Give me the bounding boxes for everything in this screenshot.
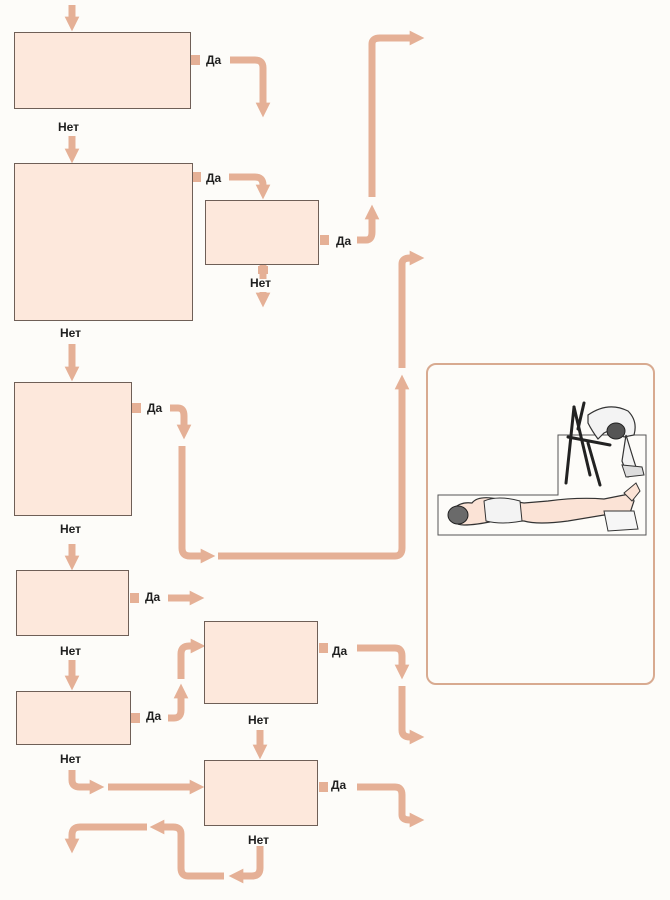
- arrow-b8-yes: [357, 783, 425, 828]
- arrow-b3-yes: [357, 204, 380, 244]
- label-yes-b2: Да: [206, 171, 222, 185]
- stub-b5-yes: [130, 593, 139, 603]
- arrow-b7-yes: [357, 644, 410, 680]
- arrow-b6-yes: [168, 683, 189, 722]
- arrow-b7-yes-b: [398, 686, 425, 745]
- stub-b2-yes: [193, 172, 201, 182]
- label-yes-b5: Да: [145, 590, 161, 604]
- label-no-b4: Нет: [60, 522, 82, 536]
- arrow-b4-long: [218, 374, 410, 560]
- illustration-panel: [426, 363, 655, 685]
- decision-box-4: [14, 382, 132, 516]
- label-yes-b4: Да: [147, 401, 163, 415]
- label-no-b2: Нет: [60, 326, 82, 340]
- arrow-b1-yes: [230, 56, 271, 118]
- arrow-loop-end: [64, 823, 147, 854]
- stub-b1-yes: [191, 55, 200, 65]
- stub-b6-yes: [131, 713, 140, 723]
- decision-box-3: [205, 200, 319, 265]
- arrow-b6-yes-b: [177, 638, 206, 679]
- stub-b7-yes: [319, 643, 328, 653]
- label-no-b7: Нет: [248, 713, 270, 727]
- label-yes-b3: Да: [336, 234, 352, 248]
- decision-box-8: [204, 760, 318, 826]
- decision-box-7: [204, 621, 318, 704]
- label-no-b5: Нет: [60, 644, 82, 658]
- label-yes-b6: Да: [146, 709, 162, 723]
- decision-box-6: [16, 691, 131, 745]
- decision-box-5: [16, 570, 129, 636]
- recovery-positions-illustration-icon: [437, 401, 647, 536]
- stub-b8-yes: [319, 782, 328, 792]
- label-yes-b1: Да: [206, 53, 222, 67]
- label-no-b8: Нет: [248, 833, 270, 847]
- arrow-b4-yes-a: [170, 404, 192, 440]
- stub-b4-yes: [132, 403, 141, 413]
- arrow-b8-no: [228, 846, 264, 884]
- label-yes-b8: Да: [331, 778, 347, 792]
- label-no-b3: Нет: [250, 276, 272, 290]
- arrow-b2-yes: [229, 173, 271, 200]
- arrow-b6-no: [68, 770, 105, 795]
- decision-box-2: [14, 163, 193, 321]
- stub-b3-yes: [320, 235, 329, 245]
- label-no-b1: Нет: [58, 120, 80, 134]
- stub-b3-no: [258, 266, 268, 274]
- arrow-loop-mid: [149, 819, 224, 880]
- label-no-b6: Нет: [60, 752, 82, 766]
- arrow-b4-top: [398, 250, 425, 368]
- decision-box-1: [14, 32, 191, 109]
- label-yes-b7: Да: [332, 644, 348, 658]
- arrow-b4-yes-b: [178, 446, 216, 564]
- arrow-long-top: [368, 30, 425, 197]
